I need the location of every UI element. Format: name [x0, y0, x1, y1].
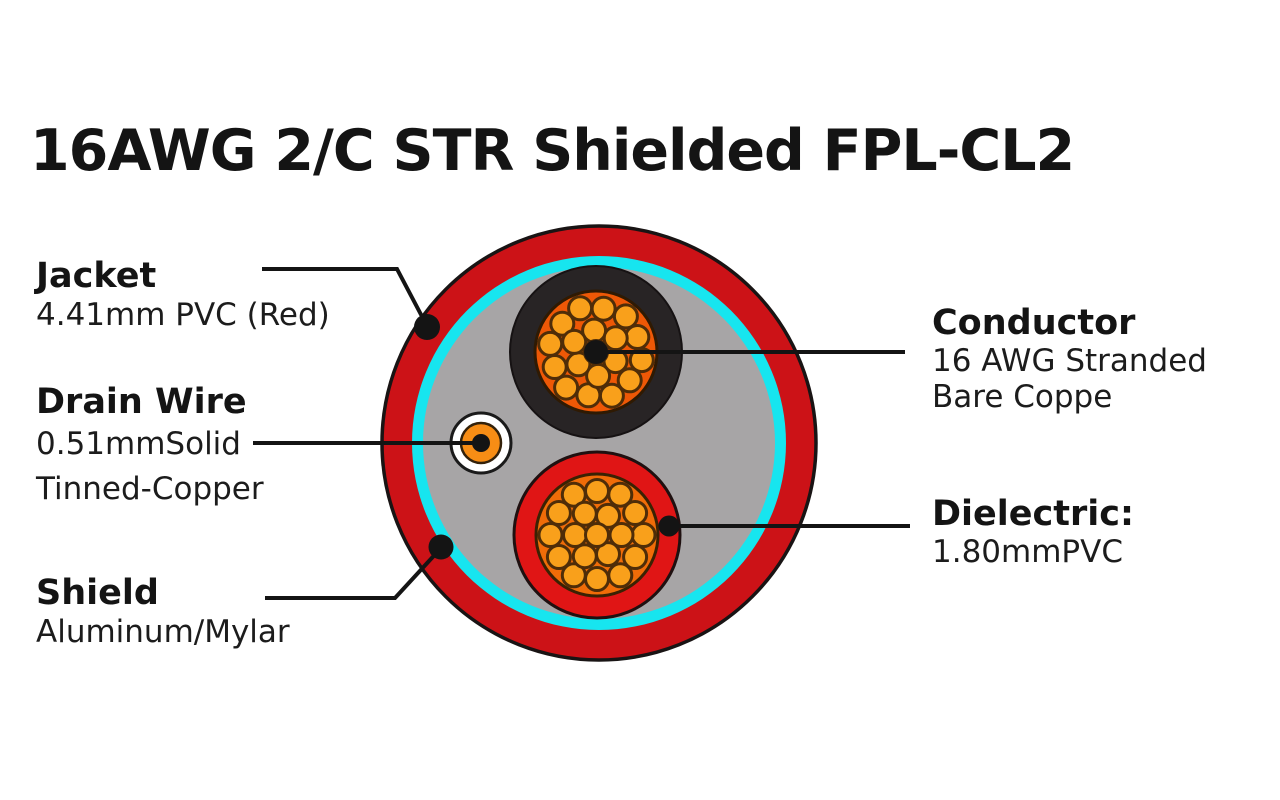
- shield-label-line: Aluminum/Mylar: [36, 614, 290, 650]
- dielectric-label: Dielectric: 1.80mmPVC: [932, 494, 1134, 570]
- conductor-strand: [571, 543, 598, 570]
- shield-label: Shield Aluminum/Mylar: [36, 573, 290, 651]
- conductor-strand: [584, 522, 610, 548]
- shield-leader-dot: [428, 534, 454, 560]
- drain-wire-label-line-2: Tinned-Copper: [36, 471, 264, 507]
- conductor-label-line-2: Bare Coppe: [932, 379, 1113, 415]
- jacket-leader-dot: [414, 314, 440, 340]
- drain-wire-label-line-1: 0.51mmSolid: [36, 426, 241, 462]
- conductor-strand: [560, 481, 587, 508]
- jacket-label-heading: Jacket: [36, 256, 157, 296]
- conductor-strand: [537, 522, 564, 548]
- conductor-strand: [607, 562, 634, 589]
- conductor-strand: [545, 544, 572, 570]
- conductor-strand: [567, 295, 594, 322]
- conductor-strand: [612, 303, 639, 330]
- conductor-strand: [616, 367, 643, 394]
- conductor-strand: [541, 354, 568, 380]
- conductor-strand: [607, 481, 634, 508]
- conductor-strand: [560, 562, 587, 589]
- top-conductor-strands: [537, 295, 655, 409]
- dielectric-label-line: 1.80mmPVC: [932, 534, 1123, 570]
- conductor-strand: [628, 347, 655, 374]
- conductor-label-line-1: 16 AWG Stranded: [932, 343, 1207, 379]
- conductor-strand: [598, 382, 625, 409]
- shield-leader-line: [265, 546, 443, 600]
- conductor-strand: [553, 374, 580, 401]
- conductor-leader-dot: [584, 340, 608, 364]
- conductor-strand: [624, 324, 651, 350]
- page-title: 16AWG 2/C STR Shielded FPL-CL2: [30, 118, 1075, 184]
- conductor-label-heading: Conductor: [932, 303, 1136, 343]
- conductor-strand: [590, 295, 617, 322]
- conductor-strand: [622, 544, 649, 570]
- conductor-strand: [562, 522, 588, 548]
- shield-label-heading: Shield: [36, 573, 159, 613]
- dielectric-leader-dot: [658, 515, 680, 537]
- drain-wire-label: Drain Wire 0.51mmSolid Tinned-Copper: [36, 382, 264, 512]
- leader-lines: [253, 267, 910, 600]
- drain-wire-label-heading: Drain Wire: [36, 382, 247, 422]
- conductor-strand: [584, 478, 610, 504]
- jacket-leader-line: [262, 267, 429, 327]
- conductor-strand: [622, 500, 649, 526]
- bottom-conductor-strands: [537, 478, 657, 592]
- dielectric-label-heading: Dielectric:: [932, 494, 1135, 534]
- conductor-strand: [545, 500, 572, 526]
- conductor-strand: [571, 500, 598, 527]
- conductor-strand: [584, 566, 610, 592]
- conductor-strand: [561, 328, 588, 355]
- drain-wire-leader-dot: [472, 434, 490, 452]
- conductor-strand: [630, 522, 657, 548]
- conductor-label: Conductor 16 AWG Stranded Bare Coppe: [932, 303, 1207, 415]
- jacket-label-line: 4.41mm PVC (Red): [36, 297, 330, 333]
- conductor-strand: [549, 310, 576, 337]
- jacket-label: Jacket 4.41mm PVC (Red): [36, 256, 330, 334]
